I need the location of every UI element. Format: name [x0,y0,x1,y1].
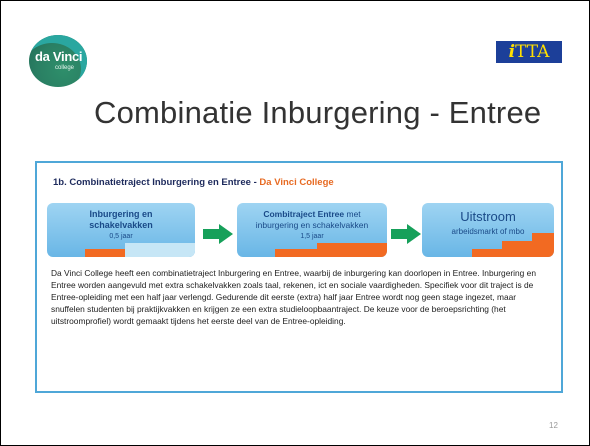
da-vinci-logo: da Vinci college [29,35,87,87]
stair-block [317,243,387,249]
step-box-duration: 0,5 jaar [109,233,133,240]
slide-title: Combinatie Inburgering - Entree [94,95,542,130]
logo-text: da Vinci [35,49,83,64]
step-box-title: Uitstroom [460,209,516,224]
page-number: 12 [549,421,558,430]
step-box-title-rest: met [344,209,361,219]
stair-block [502,241,554,249]
figure-heading-brand: Da Vinci College [259,177,334,188]
arrow-right-icon [391,224,421,244]
figure-heading-text: 1b. Combinatietraject Inburgering en Ent… [53,177,260,188]
itta-logo: iTTA [496,41,562,63]
step-box-duration: 1,5 jaar [300,233,324,240]
stair-block [532,233,554,241]
step-box-title-line1: Inburgering en [89,209,153,219]
step-box-title-line2: inburgering en schakelvakken [255,219,369,230]
stair-block [125,243,195,257]
process-figure: 1b. Combinatietraject Inburgering en Ent… [35,161,563,393]
stair-block [275,249,387,257]
logo-subtext: college [55,65,75,71]
figure-description: Da Vinci College heeft een combinatietra… [51,268,536,326]
figure-heading: 1b. Combinatietraject Inburgering en Ent… [53,177,334,188]
step-box-title-bold: Combitraject Entree [263,209,345,219]
step-box-subtitle: arbeidsmarkt of mbo [451,227,525,236]
itta-logo-text: TTA [515,42,550,62]
arrow-right-icon [203,224,233,244]
itta-logo-prefix: i [508,42,516,62]
stair-block [472,249,554,257]
stair-block [85,249,125,257]
step-box-uitstroom: Uitstroom arbeidsmarkt of mbo [422,203,554,257]
step-box-title-line2: schakelvakken [89,219,153,230]
